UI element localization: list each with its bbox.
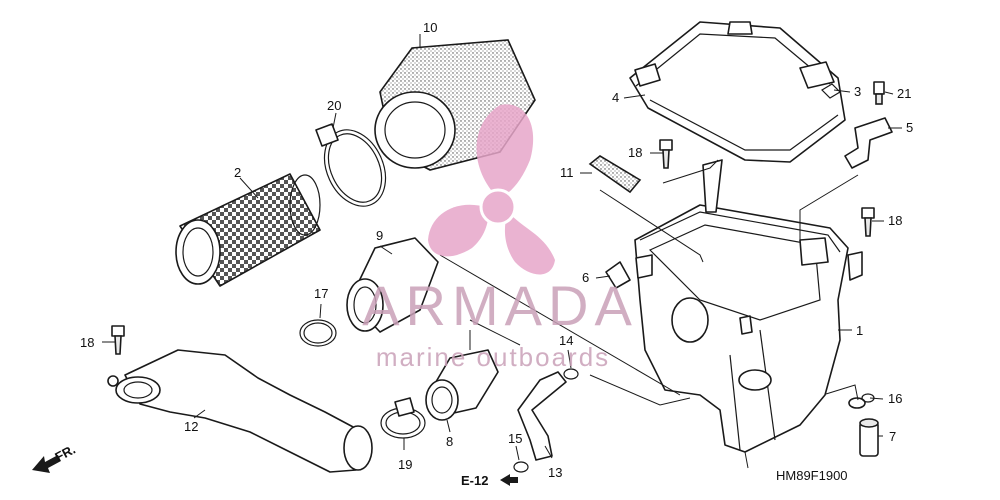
connecting-tube [346, 237, 439, 333]
front-arrow-icon [32, 455, 61, 473]
callout-13: 13 [548, 465, 562, 480]
front-direction-indicator: FR. [32, 442, 78, 473]
callout-2: 2 [234, 165, 241, 180]
propeller-logo [428, 104, 555, 275]
drain-clamp [848, 393, 875, 409]
callout-18-right: 18 [888, 213, 902, 228]
bolt-18-upper [659, 139, 673, 169]
tube-clip [513, 461, 529, 473]
watermark-tagline: marine outboards [376, 342, 610, 372]
stay-bracket [844, 117, 893, 169]
bolt-18-left [111, 325, 125, 355]
diagram-code: HM89F1900 [776, 468, 848, 483]
element-holder [175, 173, 321, 287]
callout-10: 10 [423, 20, 437, 35]
band-20 [315, 123, 387, 207]
callout-3: 3 [854, 84, 861, 99]
propeller-blade-right [504, 212, 555, 275]
callout-16: 16 [888, 391, 902, 406]
callout-12: 12 [184, 419, 198, 434]
reference-arrow-icon [500, 474, 518, 486]
propeller-hub [479, 188, 517, 226]
tube-band-17 [299, 319, 337, 347]
reference-label: E-12 [461, 473, 488, 488]
intake-duct [107, 349, 373, 473]
breather-clip [563, 368, 579, 380]
foam-strip [588, 155, 642, 194]
callout-1: 1 [856, 323, 863, 338]
leader-lines [102, 34, 902, 469]
callout-18-upper: 18 [628, 145, 642, 160]
tube-band-19 [380, 397, 426, 439]
propeller-blade-top [476, 104, 534, 198]
callout-14: 14 [559, 333, 573, 348]
callout-4: 4 [612, 90, 619, 105]
bolt-21 [873, 81, 885, 105]
callout-9: 9 [376, 228, 383, 243]
callout-21: 21 [897, 86, 911, 101]
air-cleaner-case [634, 159, 863, 453]
propeller-blade-left [428, 204, 489, 257]
callout-7: 7 [889, 429, 896, 444]
connecting-tube-8 [425, 349, 499, 421]
bolt-18-right [861, 207, 875, 237]
callout-18-left: 18 [80, 335, 94, 350]
callout-19: 19 [398, 457, 412, 472]
cover-seal [821, 83, 841, 99]
watermark: ARMADA marine outboards [362, 104, 638, 372]
air-cleaner-cover [629, 21, 846, 163]
callout-11: 11 [560, 165, 574, 180]
callout-20: 20 [327, 98, 341, 113]
callout-5: 5 [906, 120, 913, 135]
watermark-brand: ARMADA [362, 274, 638, 337]
callout-6: 6 [582, 270, 589, 285]
callout-8: 8 [446, 434, 453, 449]
callout-17: 17 [314, 286, 328, 301]
drain-tube [859, 418, 879, 457]
callout-labels: 1 2 3 4 5 6 7 8 9 10 11 12 13 14 15 16 1… [80, 20, 913, 480]
breather-tube [517, 371, 567, 461]
callout-15: 15 [508, 431, 522, 446]
reference-mark: E-12 [461, 473, 518, 488]
clip [605, 261, 631, 289]
